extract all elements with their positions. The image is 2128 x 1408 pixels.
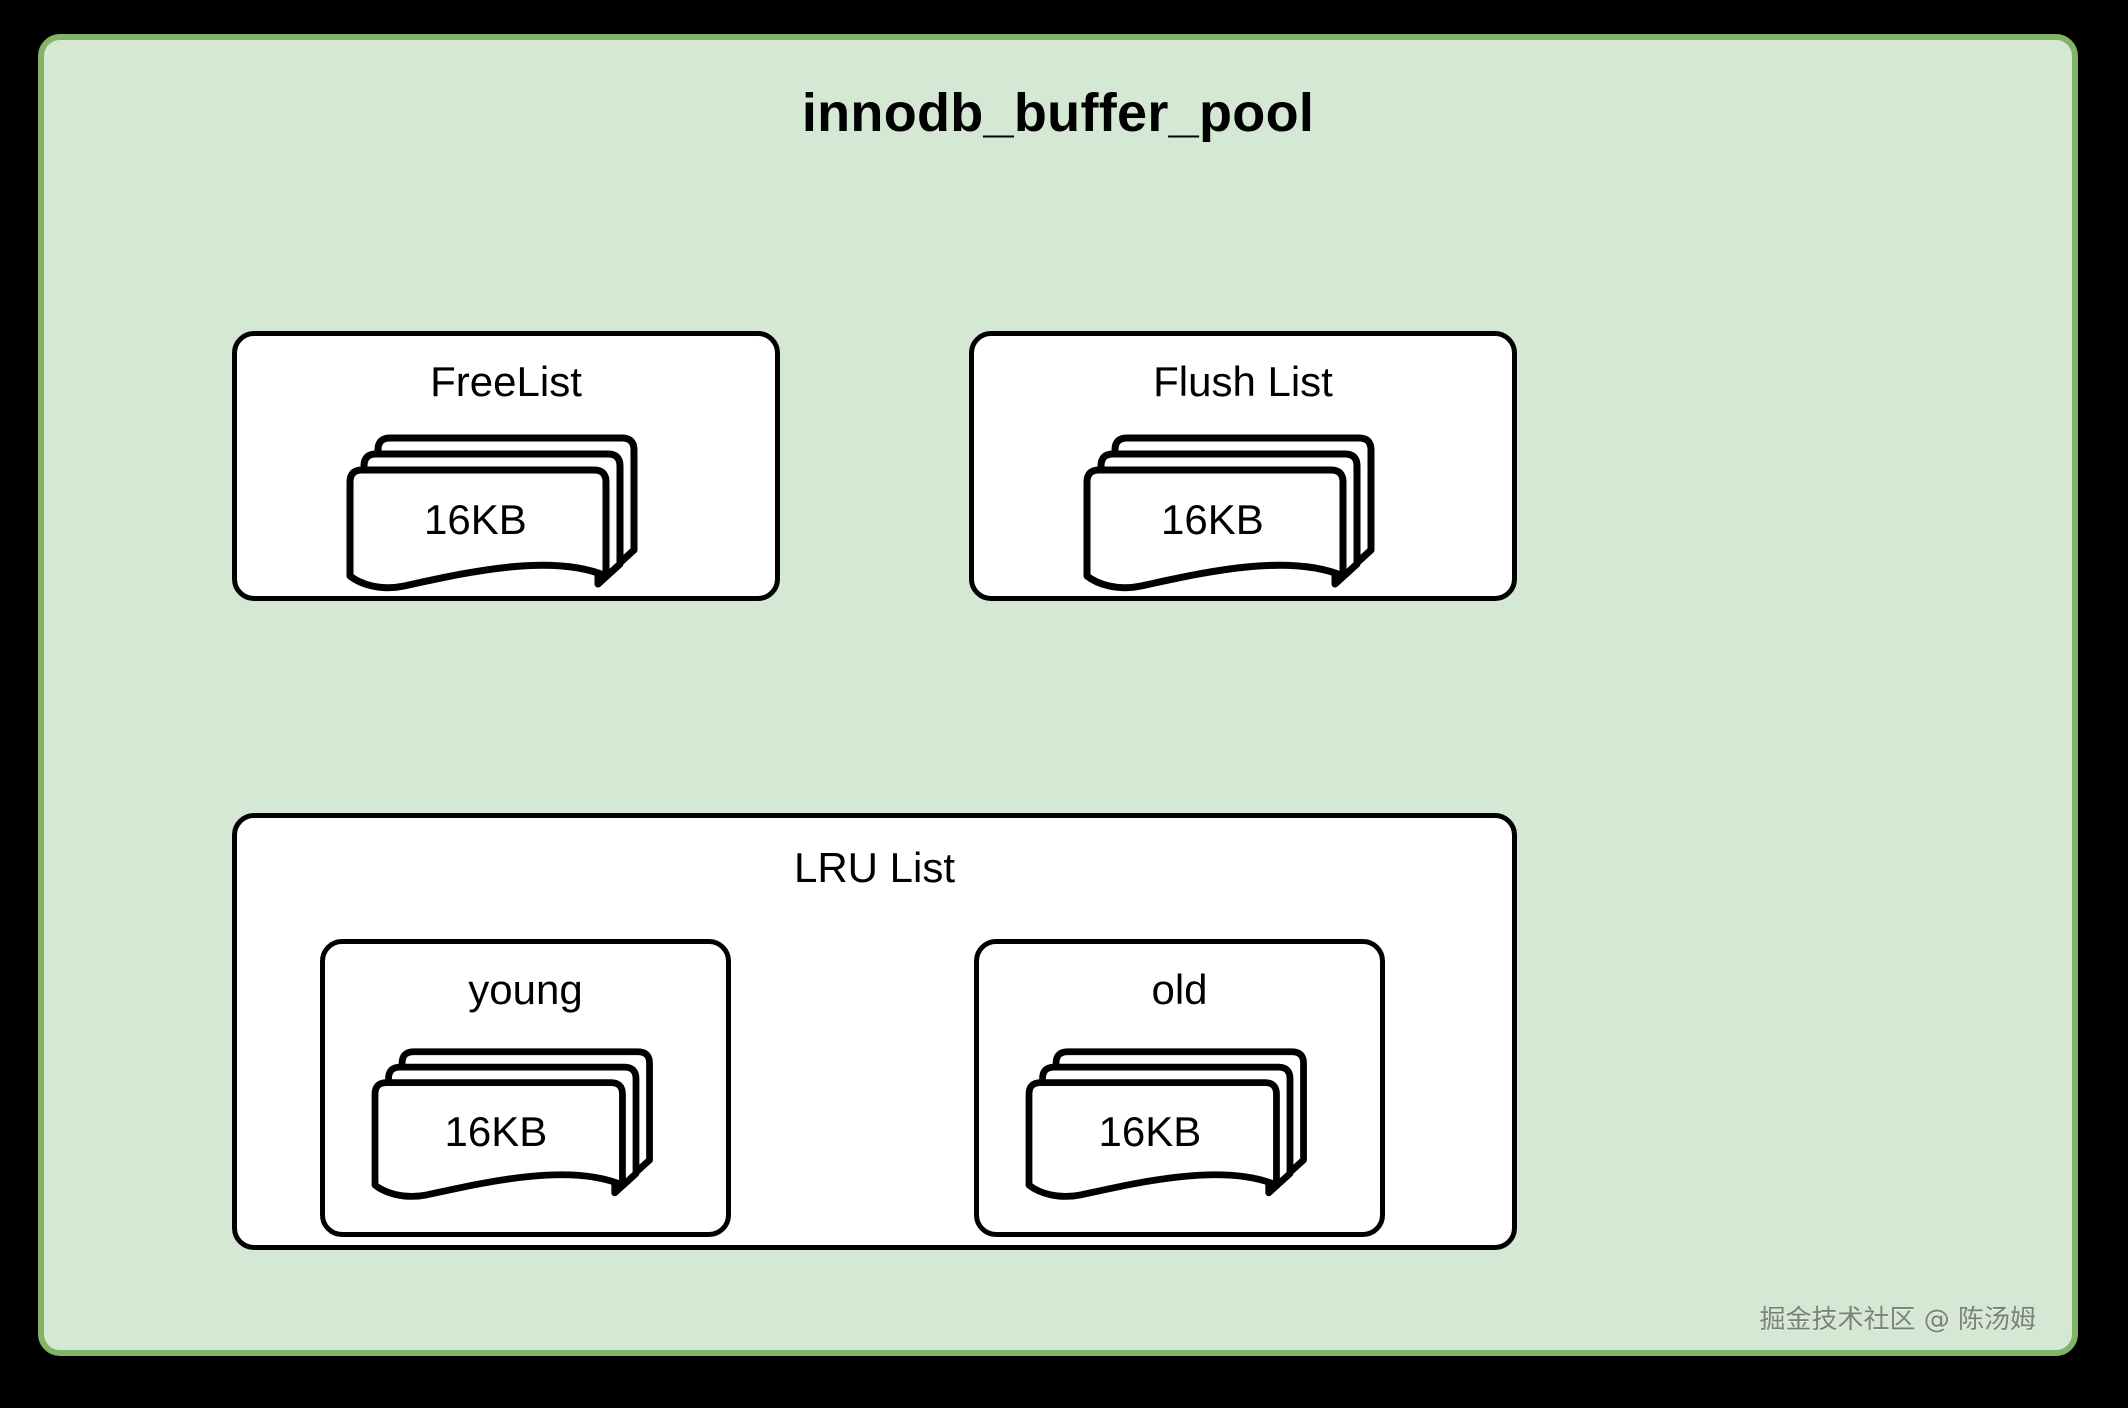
lru-old-page-stack: 16KB xyxy=(1025,1038,1319,1200)
lru-list-title: LRU List xyxy=(793,844,956,891)
flushlist-panel: Flush List 16KB xyxy=(969,331,1517,601)
flushlist-title: Flush List xyxy=(1153,358,1333,405)
freelist-title: FreeList xyxy=(430,358,582,405)
innodb-buffer-pool-container: innodb_buffer_pool FreeList 16KB Flush L… xyxy=(38,34,2078,1356)
freelist-page-stack: 16KB xyxy=(346,424,650,592)
lru-old-title: old xyxy=(1151,966,1208,1013)
lru-young-page-stack: 16KB xyxy=(371,1038,665,1200)
flushlist-page-stack: 16KB xyxy=(1083,424,1387,592)
lru-young-panel: young 16KB xyxy=(320,939,731,1237)
freelist-panel: FreeList 16KB xyxy=(232,331,780,601)
lru-list-panel: LRU List young 16KB old xyxy=(232,813,1517,1250)
pool-title: innodb_buffer_pool xyxy=(801,83,1315,143)
watermark: 掘金技术社区 @ 陈汤姆 xyxy=(1759,1305,2036,1335)
lru-old-panel: old 16KB xyxy=(974,939,1385,1237)
lru-young-title: young xyxy=(468,966,583,1013)
